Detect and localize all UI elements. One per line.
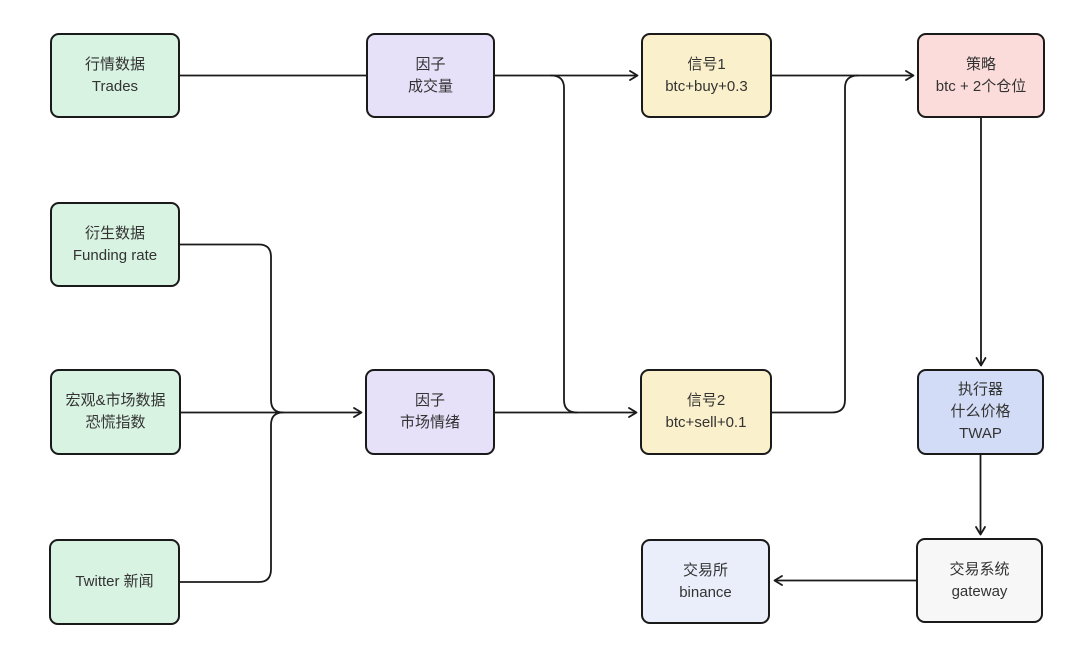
node-strategy: 策略 btc + 2个仓位 <box>917 33 1045 118</box>
node-exchange: 交易所 binance <box>641 539 770 624</box>
node-macro-market-data: 宏观&市场数据 恐慌指数 <box>50 369 181 455</box>
node-factor-volume: 因子 成交量 <box>366 33 495 118</box>
node-label: 衍生数据 <box>84 224 145 242</box>
node-signal-2: 信号2 btc+sell+0.1 <box>640 369 772 455</box>
edge-twitter-news-to-junction <box>179 411 284 583</box>
node-derivative-data: 衍生数据 Funding rate <box>50 202 180 287</box>
node-label: 信号1 <box>687 55 726 73</box>
node-signal-1: 信号1 btc+buy+0.3 <box>641 33 772 118</box>
edge-derivative-data-to-junction <box>179 243 284 414</box>
node-twitter-news: Twitter 新闻 <box>49 539 180 625</box>
node-sublabel: 什么价格 <box>950 403 1011 420</box>
node-label: 行情数据 <box>84 55 145 73</box>
node-trading-system: 交易系统 gateway <box>916 538 1043 623</box>
node-label: 信号2 <box>686 392 726 409</box>
node-label: 交易所 <box>682 561 728 579</box>
node-label: 因子 <box>414 392 445 409</box>
node-sublabel: 成交量 <box>407 77 453 95</box>
node-sublabel: binance <box>679 583 732 601</box>
node-label: 因子 <box>415 55 446 73</box>
node-market-data: 行情数据 Trades <box>50 33 180 118</box>
node-label: 执行器 <box>957 381 1003 398</box>
node-label: 策略 <box>965 55 996 73</box>
node-sublabel: 市场情绪 <box>399 414 460 431</box>
node-sublabel: Funding rate <box>72 246 158 264</box>
node-label: 交易系统 <box>949 560 1010 578</box>
node-label: Twitter 新闻 <box>75 573 154 590</box>
edge-signal-2-merge-to-strategy <box>771 74 859 414</box>
node-executor: 执行器 什么价格 TWAP <box>917 369 1044 455</box>
node-sublabel-2: TWAP <box>959 425 1002 442</box>
node-sublabel: btc+buy+0.3 <box>665 77 748 95</box>
node-sublabel: btc + 2个仓位 <box>935 77 1027 95</box>
node-sublabel: btc+sell+0.1 <box>665 414 747 431</box>
edge-factor-volume-branch-to-signal-2 <box>550 74 578 414</box>
node-label: 宏观&市场数据 <box>65 392 166 409</box>
node-factor-sentiment: 因子 市场情绪 <box>365 369 495 455</box>
node-sublabel: gateway <box>951 582 1008 600</box>
node-sublabel: Trades <box>91 77 139 95</box>
node-sublabel: 恐慌指数 <box>85 414 146 431</box>
